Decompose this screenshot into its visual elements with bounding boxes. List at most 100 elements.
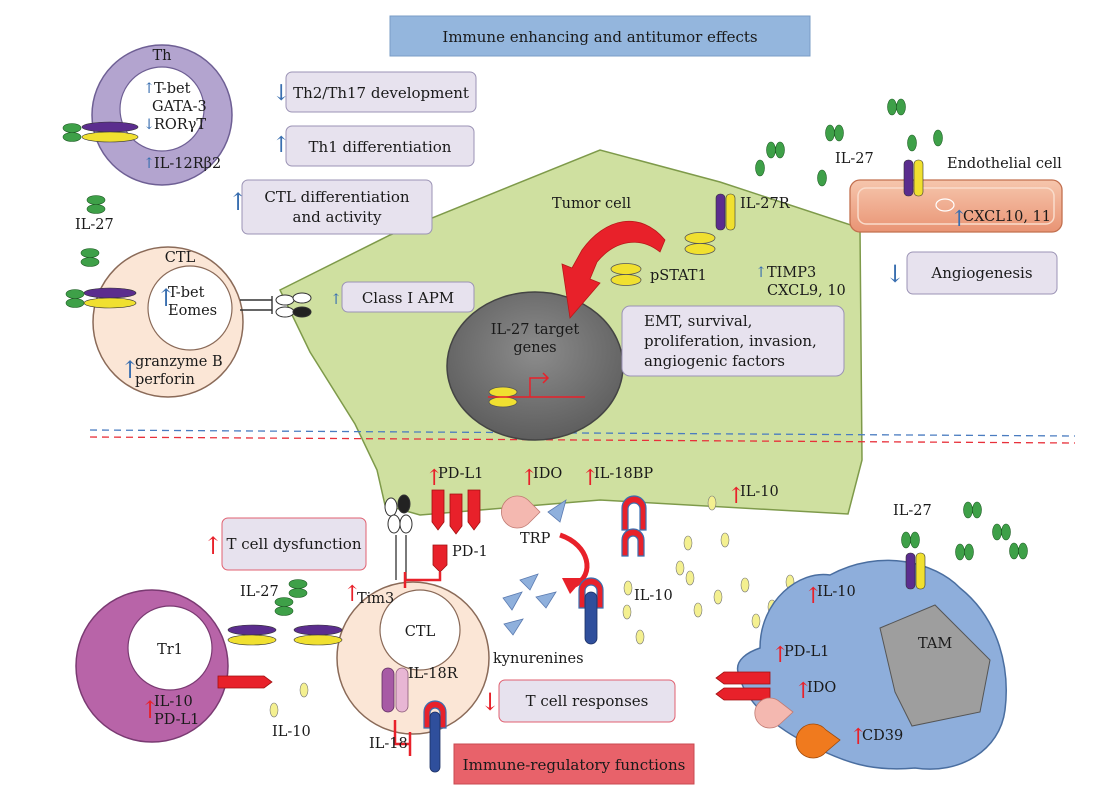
il27-tr1-3 [288,579,308,589]
il27-label-bottom-left: IL-27 [240,584,279,600]
tam-il10-label: IL-10 [817,584,856,600]
tr1-receptor-purple [227,624,277,636]
responses-arrow: ↓ [480,688,500,716]
pstat-dimer-nucleus-2 [488,396,518,408]
dysfunction-box [221,517,367,571]
ctl-gzm-arrow: ↑ [120,356,140,384]
pstat-dimer-nucleus-1 [488,386,518,398]
il18bp-arch-1 [621,495,647,531]
tim3-arrow: ↑ [343,582,361,607]
tcr-top [240,296,273,314]
tr1-pdl1: PD-L1 [154,712,199,728]
endothelial-label: Endothelial cell [947,156,1062,172]
emt-line-3: angiogenic factors [644,352,785,370]
pstat-dimer-1a [684,232,716,244]
ctl-bottom-nucleus [379,589,461,671]
il27-ctl-1 [65,289,85,299]
il27-th-2 [62,132,82,142]
emt-line-1: EMT, survival, [644,312,752,330]
separator-blue [89,429,1076,437]
tumor-nucleus [446,291,624,441]
dysfunction-arrow: ↑ [203,532,223,560]
il18-inhibit-line [393,720,412,756]
mhc-top-3 [292,292,312,304]
il27-cluster-top [755,98,943,187]
il18-label: IL-18 [369,736,408,752]
th1-label: Th1 differentiation [309,138,452,156]
tam-receptor-purple [905,552,916,590]
tam-ido-arrow: ↑ [794,679,812,704]
il27-free-3 [80,248,100,258]
tam-label: TAM [918,636,952,652]
tam-il10-arrow: ↑ [804,584,822,609]
signaling-curved-arrow [561,220,666,319]
th1-box [285,125,475,167]
th-ror: RORγT [154,117,206,133]
tam-receptor-yellow [915,552,926,590]
il27-free-4 [80,257,100,267]
il10-mid-label: IL-10 [634,588,673,604]
tr1-receptor-yellow [227,634,277,646]
th-tbet: T-bet [154,81,191,97]
endothelial-inner [857,187,1055,225]
il27-free-2 [86,204,106,214]
dysfunction-label: T cell dysfunction [227,535,362,553]
il10-tr1-1 [299,682,309,698]
il18r-purple [381,667,395,713]
tam-ido-label: IDO [807,680,836,696]
nucleus-line-2: genes [513,340,556,356]
trp-label: TRP [520,531,551,547]
emt-box [621,305,845,377]
mhc-top-2 [275,306,295,318]
trp-conversion-arrowhead [562,578,584,594]
il18bp-bound [423,700,447,729]
th-receptor-purple [81,121,139,133]
ctl-bottom-receptor-purple [293,624,343,636]
tam-pdl1-arrow: ↑ [771,643,789,668]
pdl1-label: PD-L1 [438,466,483,482]
tam-pdl1-molecule-2 [715,687,771,701]
il18-free [584,591,598,645]
endothelial-cell [849,179,1063,233]
angio-arrow: ↓ [885,260,905,288]
tam-pdl1-label: PD-L1 [784,644,829,660]
il27-tr1-2 [274,606,294,616]
trp-triangle [547,499,567,523]
bottom-header-text: Immune-regulatory functions [463,756,686,774]
kyn-label: kynurenines [493,651,584,667]
pd1-inhibit-line [403,572,442,588]
il10-tr1-2 [269,702,279,718]
class1-arrow: ↑ [330,292,342,308]
ctl-bottom-receptor-yellow [293,634,343,646]
nucleus-line-1: IL-27 target [491,322,580,338]
tam-pdl1-molecule-1 [715,671,771,685]
il27-free-1 [86,195,106,205]
tr1-pdl1-receptor [217,675,273,689]
ctl-tbet-arrow: ↑ [156,284,176,312]
ctl-diff-line-2: and activity [293,208,382,226]
ctl-perforin: perforin [135,372,195,388]
cxcl-arrow: ↑ [950,207,968,232]
il27r-subunit-purple [715,193,726,231]
timp-line-1: TIMP3 [767,265,816,281]
cxcl-label: CXCL10, 11 [963,209,1051,225]
pstat1-label: pSTAT1 [650,268,707,284]
tim3-receptor [384,494,413,580]
ctl-eomes: Eomes [168,303,217,319]
il27-th-1 [62,123,82,133]
tim3-label: Tim3 [357,591,394,607]
endo-swirl [935,198,955,212]
th-tbet-arrow: ↑ [143,81,155,97]
pstat-dimer-1b [684,243,716,255]
il27-cluster-bottom [901,501,1028,561]
ctl-receptor-purple [83,287,137,299]
tr1-label: Tr1 [157,642,183,658]
ctl-gzm: granzyme B [135,354,223,370]
emt-line-2: proliferation, invasion, [644,332,817,350]
ctl-top-nucleus [147,265,233,351]
pd1-receptor [432,544,448,573]
ctl-diff-line-1: CTL differentiation [264,188,409,206]
cd39-enzyme [795,723,841,759]
ctl-bottom-label: CTL [405,624,436,640]
th-gata3: GATA-3 [152,99,207,115]
